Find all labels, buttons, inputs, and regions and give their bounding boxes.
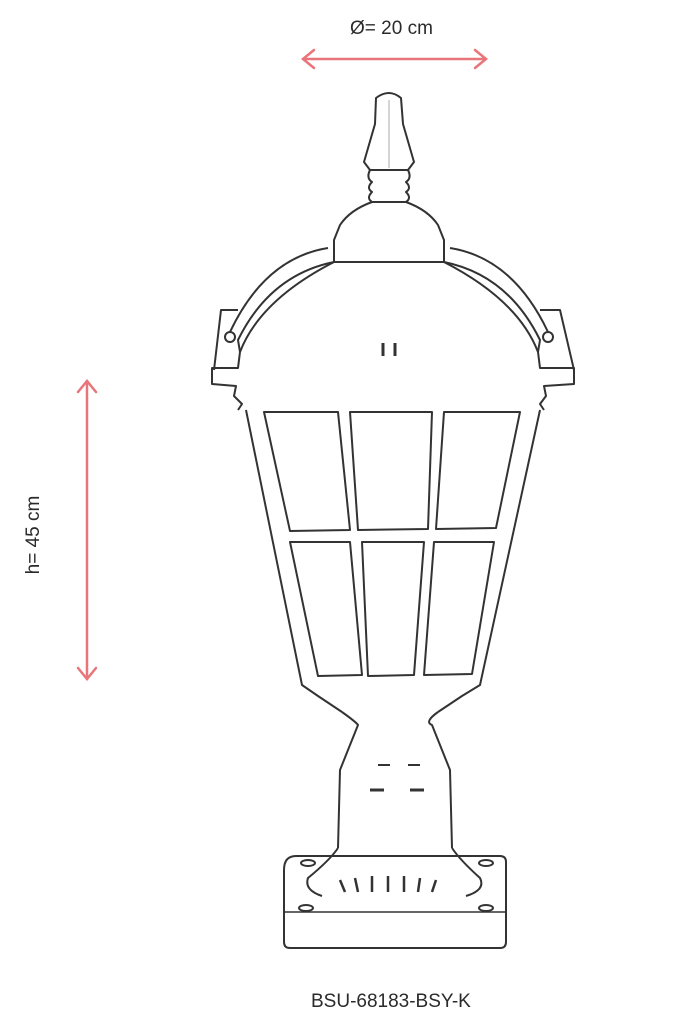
diameter-label: Ø= 20 cm [350,18,433,39]
lamp-outline [211,92,575,949]
height-arrow [76,379,98,681]
model-code-label: BSU-68183-BSY-K [311,991,471,1012]
diameter-arrow [301,48,488,70]
